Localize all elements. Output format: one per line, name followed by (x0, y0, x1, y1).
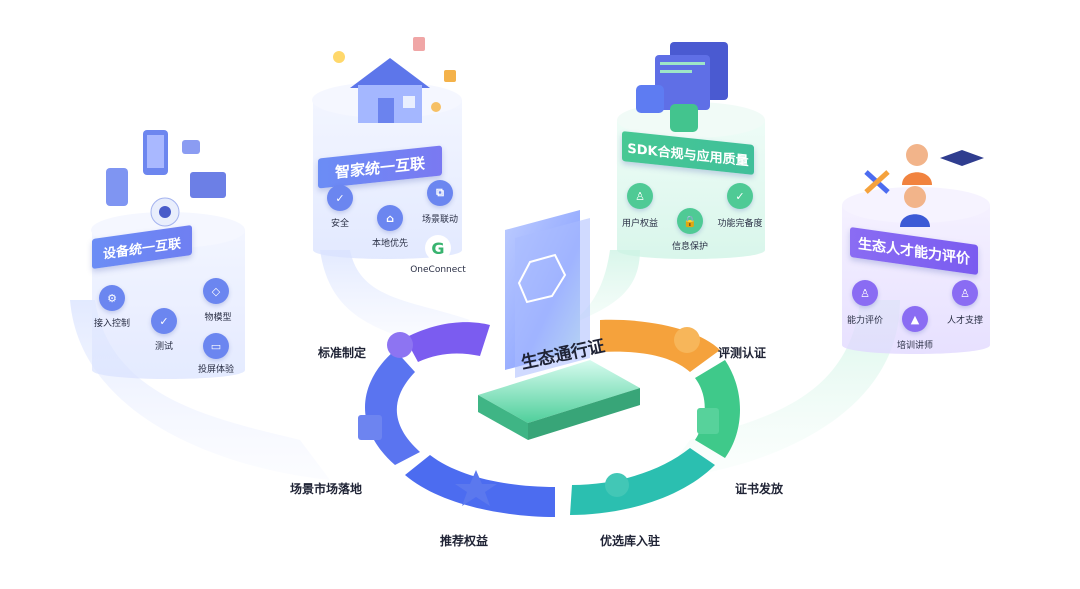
cycle-label-market: 场景市场落地 (290, 482, 363, 496)
cycle-seg-evaluation (600, 319, 720, 372)
cycle-seg-market (365, 350, 420, 465)
item-user-rights: 用户权益 (621, 219, 659, 229)
item-function-completeness: 功能完备度 (717, 219, 763, 229)
scene-link-icon: ⧉ (427, 180, 453, 206)
item-local-first: 本地优先 (371, 239, 409, 249)
user-shield-icon: ♙ (627, 183, 653, 209)
banner-device-label: 设备统一互联 (102, 236, 181, 262)
cycle-label-evaluation: 评测认证 (718, 346, 767, 360)
item-talent-support: 人才支撑 (946, 316, 984, 326)
cycle-label-library: 优选库入驻 (600, 534, 661, 548)
cycle-ring (358, 319, 740, 517)
shield-icon: ✓ (327, 185, 353, 211)
platform-device-icons (106, 130, 226, 227)
item-test: 测试 (154, 342, 174, 352)
flow-mid-left (320, 250, 470, 350)
flow-mid-right (520, 250, 640, 350)
check-icon: ✓ (727, 183, 753, 209)
lock-icon: 🔒 (677, 208, 703, 234)
cube-icon: ◇ (203, 278, 229, 304)
banner-home-label: 智家统一互联 (334, 153, 425, 182)
oneconnect-logo: G (425, 235, 451, 261)
graduation-cap-icon: ▲ (902, 306, 928, 332)
item-info-protection: 信息保护 (671, 242, 709, 252)
item-oneconnect: OneConnect (410, 265, 466, 275)
flow-left (70, 300, 330, 480)
cycle-label-recommend: 推荐权益 (440, 534, 489, 548)
person-icon: ♙ (952, 280, 978, 306)
home-icon: ⌂ (377, 205, 403, 231)
item-thing-model: 物模型 (204, 313, 232, 323)
user-check-icon: ♙ (852, 280, 878, 306)
cast-icon: ▭ (203, 333, 229, 359)
cycle-seg-standard (405, 322, 490, 362)
center-pass (478, 210, 640, 440)
cycle-label-standard: 标准制定 (318, 346, 367, 360)
gear-icon (387, 332, 413, 358)
item-screen-cast: 投屏体验 (197, 365, 235, 375)
item-access-control: 接入控制 (93, 319, 131, 329)
item-scene-link: 场景联动 (421, 215, 459, 225)
cycle-seg-library (570, 448, 715, 515)
cycle-label-certificate: 证书发放 (735, 482, 784, 496)
item-trainer: 培训讲师 (896, 341, 934, 351)
test-icon: ✓ (151, 308, 177, 334)
item-security: 安全 (330, 219, 350, 229)
item-capability-eval: 能力评价 (846, 316, 884, 326)
control-icon: ⚙ (99, 285, 125, 311)
